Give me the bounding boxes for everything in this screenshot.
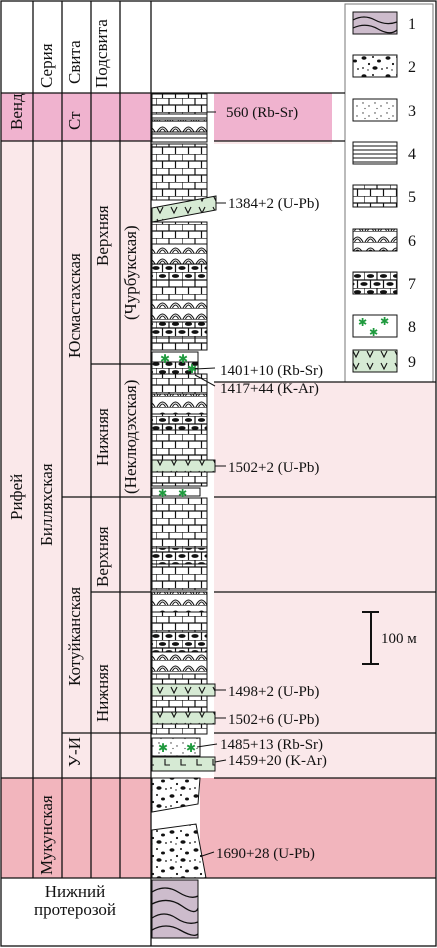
subformation-lower-1: Нижняя [93, 408, 112, 466]
legend-label-6: 6 [408, 233, 416, 250]
legend-label-2: 2 [408, 59, 416, 76]
subformation-upper-2: Верхняя [93, 526, 112, 587]
age-1485: 1485+13 (Rb-Sr) [220, 737, 323, 753]
age-1384: 1384+2 (U-Pb) [228, 196, 319, 212]
glauconite-stars: ✱ ✱ ✱ ✱ ✱ ✱ ✱ [158, 352, 197, 755]
legend-label-5: 5 [408, 189, 416, 206]
subformation-lower-1-paren: (Неклюдэхская) [121, 380, 140, 494]
svg-text:✱: ✱ [358, 316, 367, 329]
sill-1498 [151, 683, 216, 697]
svg-text:✱: ✱ [178, 487, 187, 500]
system-lower-proterozoic-line2: протерозой [34, 900, 116, 919]
legend-label-8: 8 [408, 319, 416, 336]
subformation-lower-2: Нижняя [93, 664, 112, 722]
sill-1502a [151, 459, 216, 473]
svg-text:✱: ✱ [178, 352, 188, 366]
background-bands [1, 93, 436, 878]
header-podsvita: Подсвита [92, 19, 111, 88]
subformation-upper-1: Верхняя [93, 205, 112, 266]
age-1401: 1401+10 (Rb-Sr) [220, 363, 323, 379]
basalt-1459 [151, 756, 216, 772]
formation-yusmastakh: Юсмастахская [65, 253, 84, 358]
age-1498: 1498+2 (U-Pb) [228, 684, 319, 700]
annotation-leaders [194, 111, 227, 857]
legend: 1 2 3 4 5 6 7 ✱✱✱ 8 9 [344, 3, 434, 383]
svg-text:✱: ✱ [158, 741, 168, 755]
svg-text:✱: ✱ [380, 315, 389, 328]
legend-label-4: 4 [408, 146, 416, 163]
svg-text:✱: ✱ [160, 352, 170, 366]
svg-text:✱: ✱ [187, 362, 197, 376]
age-1459: 1459+20 (K-Ar) [228, 753, 327, 769]
legend-label-7: 7 [408, 276, 416, 293]
svg-text:✱: ✱ [186, 741, 196, 755]
scale-bar: 100 м [362, 611, 417, 665]
age-1502b: 1502+6 (U-Pb) [228, 712, 319, 728]
sill-1502b [151, 711, 216, 725]
glauconite-horizon-2 [151, 487, 201, 497]
system-rifey: Рифей [7, 474, 26, 520]
formation-kotuykan: Котуйканская [65, 587, 84, 686]
series-mukun: Мукунская [37, 795, 56, 875]
subformation-upper-1-paren: (Чурбукская) [121, 225, 140, 320]
legend-label-1: 1 [408, 16, 416, 33]
header-svita: Свита [65, 40, 84, 84]
sill-1384 [151, 195, 217, 223]
age-1690: 1690+28 (U-Pb) [216, 846, 315, 862]
header-series: Серия [37, 43, 56, 88]
lithology-column [151, 93, 217, 939]
age-1502a: 1502+2 (U-Pb) [228, 460, 319, 476]
age-560: 560 (Rb-Sr) [226, 105, 298, 121]
series-billyakh: Билляхская [37, 463, 56, 546]
system-vend: Венд [7, 93, 26, 130]
age-1417: 1417+44 (K-Ar) [220, 381, 319, 397]
scale-bar-label: 100 м [381, 631, 417, 647]
svg-text:✱: ✱ [369, 326, 378, 339]
system-lower-proterozoic-line1: Нижний [45, 882, 105, 901]
formation-ui: У-И [65, 737, 84, 767]
svg-text:✱: ✱ [158, 487, 167, 500]
glauconite-horizon-1 [151, 351, 199, 363]
formation-st: Ст [65, 111, 84, 130]
legend-label-9: 9 [408, 354, 416, 371]
legend-label-3: 3 [408, 103, 416, 120]
